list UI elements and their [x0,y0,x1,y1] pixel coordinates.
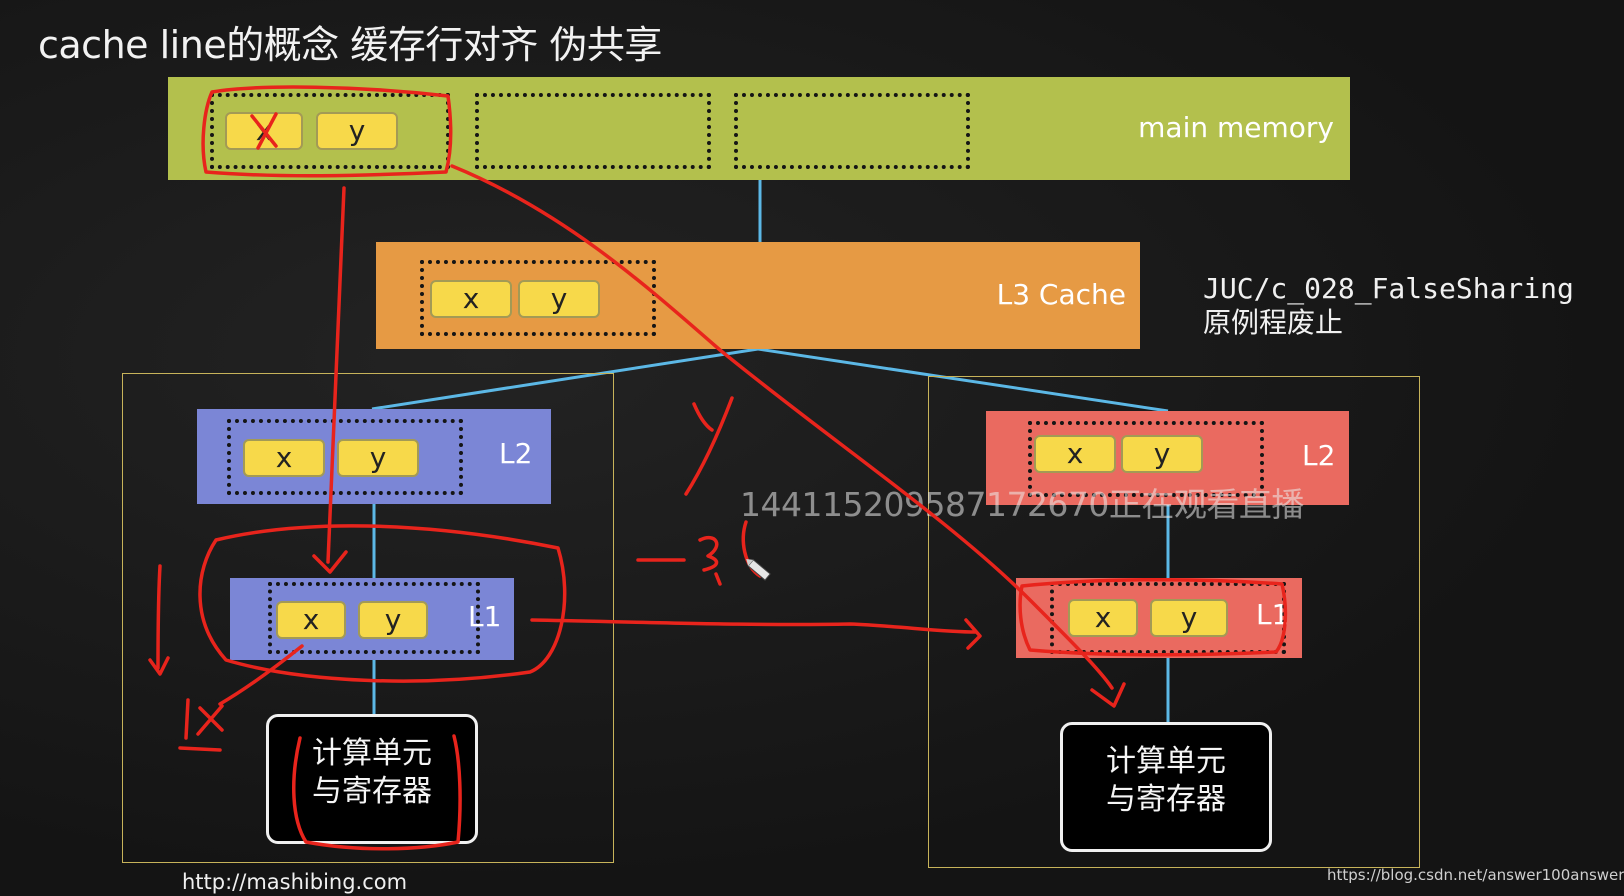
handwritten-1x [178,698,224,752]
right-l2-cache: x y L2 [986,411,1349,505]
right-core-frame [928,376,1420,868]
left-cpu-line1: 计算单元 [312,736,432,771]
false-sharing-note: JUC/c_028_FalseSharing 原例程废止 [1203,272,1574,340]
left-cpu-circle [292,734,462,851]
left-l2-cell-x: x [243,439,325,477]
cross-out-x [250,112,278,150]
left-l2-label: L2 [499,437,533,470]
left-core-frame [122,373,614,863]
left-l1-cell-y: y [358,601,428,639]
right-l2-cell-x: x [1034,435,1116,473]
left-cpu-line2: 与寄存器 [312,774,432,809]
right-l1-circle [1018,577,1288,657]
left-l1-label: L1 [468,600,502,633]
l3-left-link [371,347,759,411]
mem-cache-line-2 [475,93,711,169]
note-deprecated: 原例程废止 [1203,306,1344,339]
footer-blog-url: https://blog.csdn.net/answer100answer [1327,866,1624,884]
right-cpu-unit: 计算单元 与寄存器 [1060,722,1272,852]
handwritten-2 [636,520,762,586]
left-margin-arrow [148,564,170,676]
pen-cursor-icon [746,559,771,581]
right-l1-cell-x: x [1068,599,1138,637]
left-l1-cache-line [268,582,480,654]
right-cpu-line1: 计算单元 [1106,744,1226,779]
right-l1-cache: x y L1 [1016,578,1302,658]
right-l1-cell-y: y [1150,599,1228,637]
right-l2-cache-line [1028,421,1264,497]
mem-cache-line-1 [210,93,450,169]
l3-right-link [757,347,1169,413]
live-viewer-watermark: 1441152095871726​70正在观看直播 [740,485,1304,524]
left-cpu-unit: 计算单元 与寄存器 [266,714,478,844]
left-l2-cell-y: y [337,439,419,477]
l3-cell-x: x [430,280,512,318]
note-path: JUC/c_028_FalseSharing [1203,272,1574,305]
left-l2-cache-line [227,419,463,495]
right-l2-label: L2 [1302,439,1336,472]
l3-cell-y: y [518,280,600,318]
left-l1-cell-x: x [276,601,346,639]
footer-site-url: http://mashibing.com [182,870,408,894]
left-l1-cache: x y L1 [230,578,514,660]
long-curve-to-right-l1 [450,164,1126,708]
l3-cache-bar: x y L3 Cache [376,242,1140,349]
arrow-down-left-core [312,186,348,574]
l3-cache-label: L3 Cache [996,278,1126,311]
main-memory-label: main memory [1138,111,1334,144]
right-l2-cell-y: y [1121,435,1203,473]
handwritten-y [684,396,734,496]
right-cpu-line2: 与寄存器 [1106,782,1226,817]
l3-cache-line [420,260,656,336]
mem-cache-line-3 [734,93,970,169]
l1-to-l1-arrow [530,618,982,650]
arrow-to-left-corner [218,644,304,706]
left-l2-cache: x y L2 [197,409,551,504]
mem-line-circle [201,85,453,178]
mem-cell-y: y [316,112,398,150]
slide-title: cache line的概念 缓存行对齐 伪共享 [38,23,662,67]
left-l1-circle [198,524,567,683]
